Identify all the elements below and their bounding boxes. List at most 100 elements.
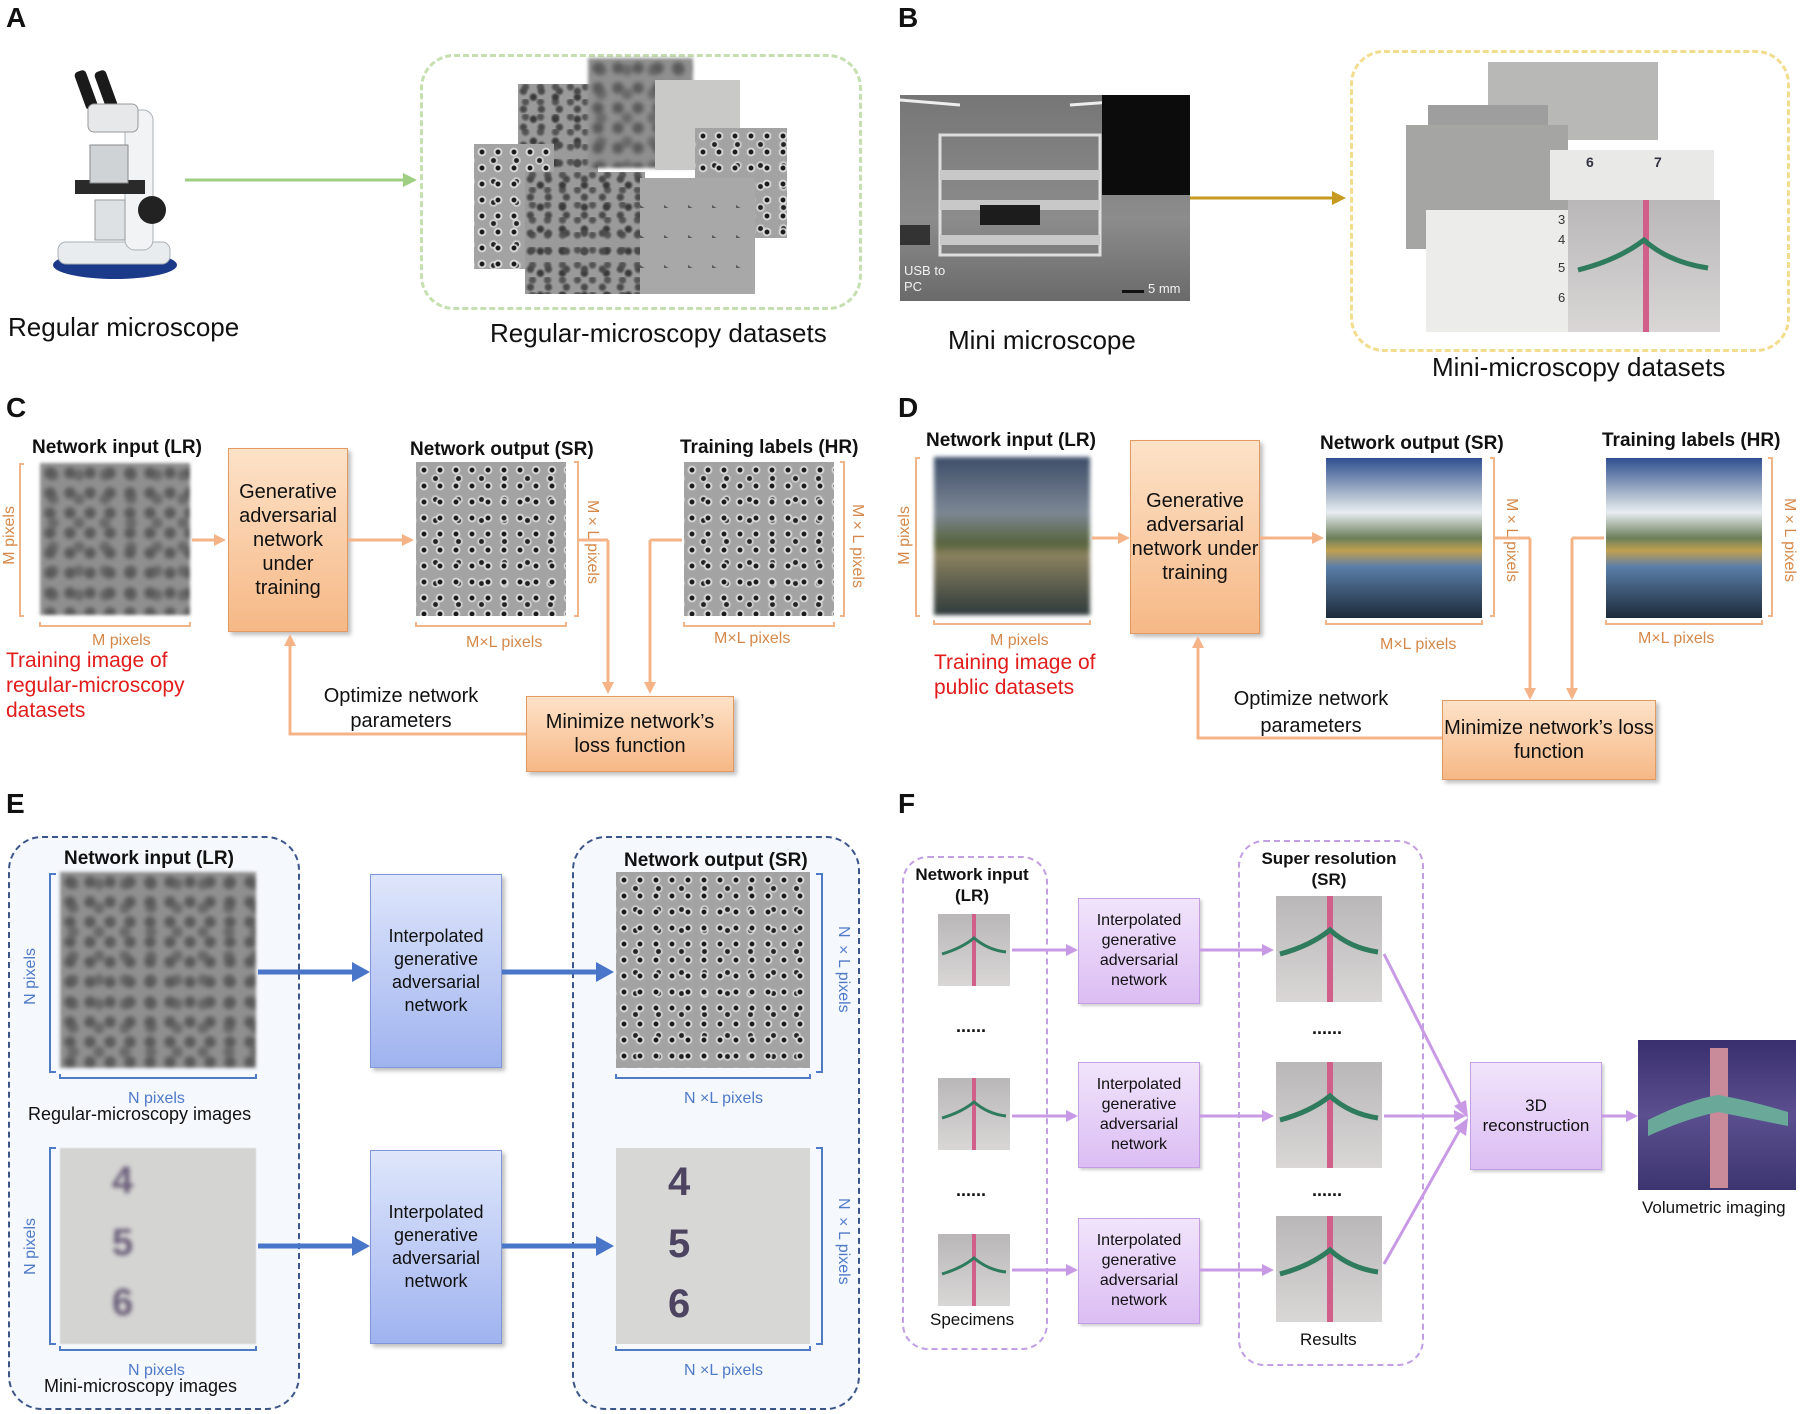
panel-letter-d: D: [898, 392, 919, 423]
c-optimize-text: Optimize network parameters: [323, 685, 479, 732]
d-labels-bottom-label: M×L pixels: [1638, 630, 1715, 647]
e-input-header: Network input (LR): [64, 848, 234, 869]
mini-microscope-photo: USB to PC 5 mm: [899, 95, 1190, 301]
f-igan-box-2: Interpolated generative adversarial netw…: [1078, 1062, 1200, 1168]
f-input-header: Network input (LR): [915, 865, 1029, 905]
c-input-header: Network input (LR): [32, 437, 202, 458]
e-igan-box-bottom: Interpolated generative adversarial netw…: [370, 1150, 502, 1344]
scale-bar-label: 5 mm: [1148, 281, 1181, 296]
mini-datasets-frame: [1350, 50, 1790, 352]
d-brackets: [915, 457, 1773, 625]
chart-number: 3: [1558, 212, 1566, 227]
mini-datasets-label: Mini-microscopy datasets: [1432, 352, 1726, 382]
usb-label: USB to PC: [904, 263, 946, 294]
d-output-image: [1326, 458, 1482, 618]
f-input-image-3: [938, 1234, 1010, 1306]
e-arrows: [258, 962, 614, 982]
f-dots-3: ......: [1312, 1018, 1343, 1038]
e-brackets: [49, 873, 823, 1351]
c-arrows: [192, 534, 682, 736]
f-igan-box-3: Interpolated generative adversarial netw…: [1078, 1218, 1200, 1324]
arrow-a: [185, 173, 417, 187]
chart-number: 6: [1586, 154, 1594, 170]
chart-number: 4: [112, 1160, 134, 1202]
chart-number: 6: [1558, 290, 1566, 305]
e-input-caption-bottom: Mini-microscopy images: [44, 1376, 238, 1396]
f-arrows: [1012, 944, 1638, 1276]
f-dots-2: ......: [956, 1180, 987, 1200]
chart-number: 6: [112, 1282, 134, 1324]
f-sr-frame: [1238, 840, 1424, 1366]
f-input-frame: [902, 856, 1048, 1350]
chart-number: 7: [1654, 154, 1662, 170]
specimen-drawing: [1577, 200, 1709, 332]
d-labels-header: Training labels (HR): [1602, 430, 1781, 451]
f-dots-4: ......: [1312, 1180, 1343, 1200]
chart-number: 5: [112, 1222, 134, 1264]
e-output-bottom-top: N ×L pixels: [684, 1090, 763, 1107]
specimen-drawing: [941, 1234, 1007, 1306]
e-input-side-bottom: N pixels: [22, 1218, 39, 1275]
c-output-header: Network output (SR): [410, 439, 594, 460]
e-output-image-bottom: 4 5 6: [616, 1148, 810, 1344]
f-sr-header: Super resolution (SR): [1261, 849, 1397, 889]
inset-photo: [1102, 95, 1190, 195]
c-labels-header: Training labels (HR): [680, 437, 859, 458]
panel-letter-b: B: [898, 2, 919, 33]
c-input-image: [40, 463, 190, 615]
d-labels-image: [1606, 458, 1762, 618]
f-sr-image-3: [1276, 1216, 1382, 1322]
regular-microscope-illustration: [53, 70, 177, 279]
regular-datasets-frame: [420, 54, 862, 310]
c-output-bottom-label: M×L pixels: [466, 634, 543, 651]
d-input-header: Network input (LR): [926, 430, 1096, 451]
scale-bar: [1122, 290, 1144, 293]
specimen-drawing: [1279, 1062, 1379, 1168]
chart-number: 4: [668, 1160, 691, 1204]
e-igan-box-top: Interpolated generative adversarial netw…: [370, 874, 502, 1068]
f-input-image-2: [938, 1078, 1010, 1150]
e-input-bottom-top: N pixels: [128, 1090, 185, 1107]
c-input-bottom-label: M pixels: [92, 632, 151, 649]
panel-letter-c: C: [6, 392, 27, 423]
d-output-side-label: M×L pixels: [1503, 498, 1520, 582]
e-output-image-top: [616, 872, 810, 1068]
d-loss-box: Minimize network’s loss function: [1442, 700, 1656, 780]
c-training-note: Training image of regular-microscopy dat…: [6, 649, 185, 722]
e-output-side-bottom: N ×L pixels: [835, 1198, 852, 1285]
specimen-drawing: [941, 1078, 1007, 1150]
c-labels-side-label: M×L pixels: [849, 504, 866, 588]
specimen-image: [1568, 200, 1720, 332]
e-input-bottom-bottom: N pixels: [128, 1362, 185, 1379]
resolution-chart-image: 3 4 5 6: [1426, 210, 1584, 332]
chart-number: 4: [1558, 232, 1566, 247]
e-output-header: Network output (SR): [624, 850, 808, 871]
dataset-image: [518, 84, 598, 174]
d-arrows: [1092, 532, 1604, 740]
f-recon-box: 3D reconstruction: [1470, 1062, 1602, 1170]
d-output-header: Network output (SR): [1320, 433, 1504, 454]
regular-datasets-label: Regular-microscopy datasets: [490, 318, 827, 348]
d-output-bottom-label: M×L pixels: [1380, 636, 1457, 653]
c-output-side-label: M×L pixels: [584, 500, 601, 584]
e-input-image-top: [60, 872, 256, 1068]
e-input-caption-top: Regular-microscopy images: [28, 1104, 252, 1124]
c-labels-bottom-label: M×L pixels: [714, 630, 791, 647]
specimen-drawing: [941, 914, 1007, 986]
specimen-drawing: [1279, 896, 1379, 1002]
panel-letter-f: F: [898, 788, 916, 819]
chart-number: 5: [668, 1222, 691, 1266]
d-input-image: [934, 457, 1090, 615]
d-training-note: Training image of public datasets: [934, 651, 1096, 699]
d-optimize-text: Optimize network parameters: [1233, 688, 1389, 737]
chart-number: 6: [668, 1282, 691, 1326]
e-input-image-bottom: 4 5 6: [60, 1148, 256, 1344]
e-output-side-top: N ×L pixels: [835, 926, 852, 1013]
mini-microscope-drawing: [899, 98, 1141, 257]
f-sr-image-2: [1276, 1062, 1382, 1168]
arrow-b: [1190, 191, 1346, 205]
e-input-side-top: N pixels: [22, 948, 39, 1005]
panel-letter-e: E: [6, 788, 25, 819]
mini-microscope-label: Mini microscope: [948, 325, 1136, 355]
f-volumetric-label: Volumetric imaging: [1642, 1198, 1786, 1217]
